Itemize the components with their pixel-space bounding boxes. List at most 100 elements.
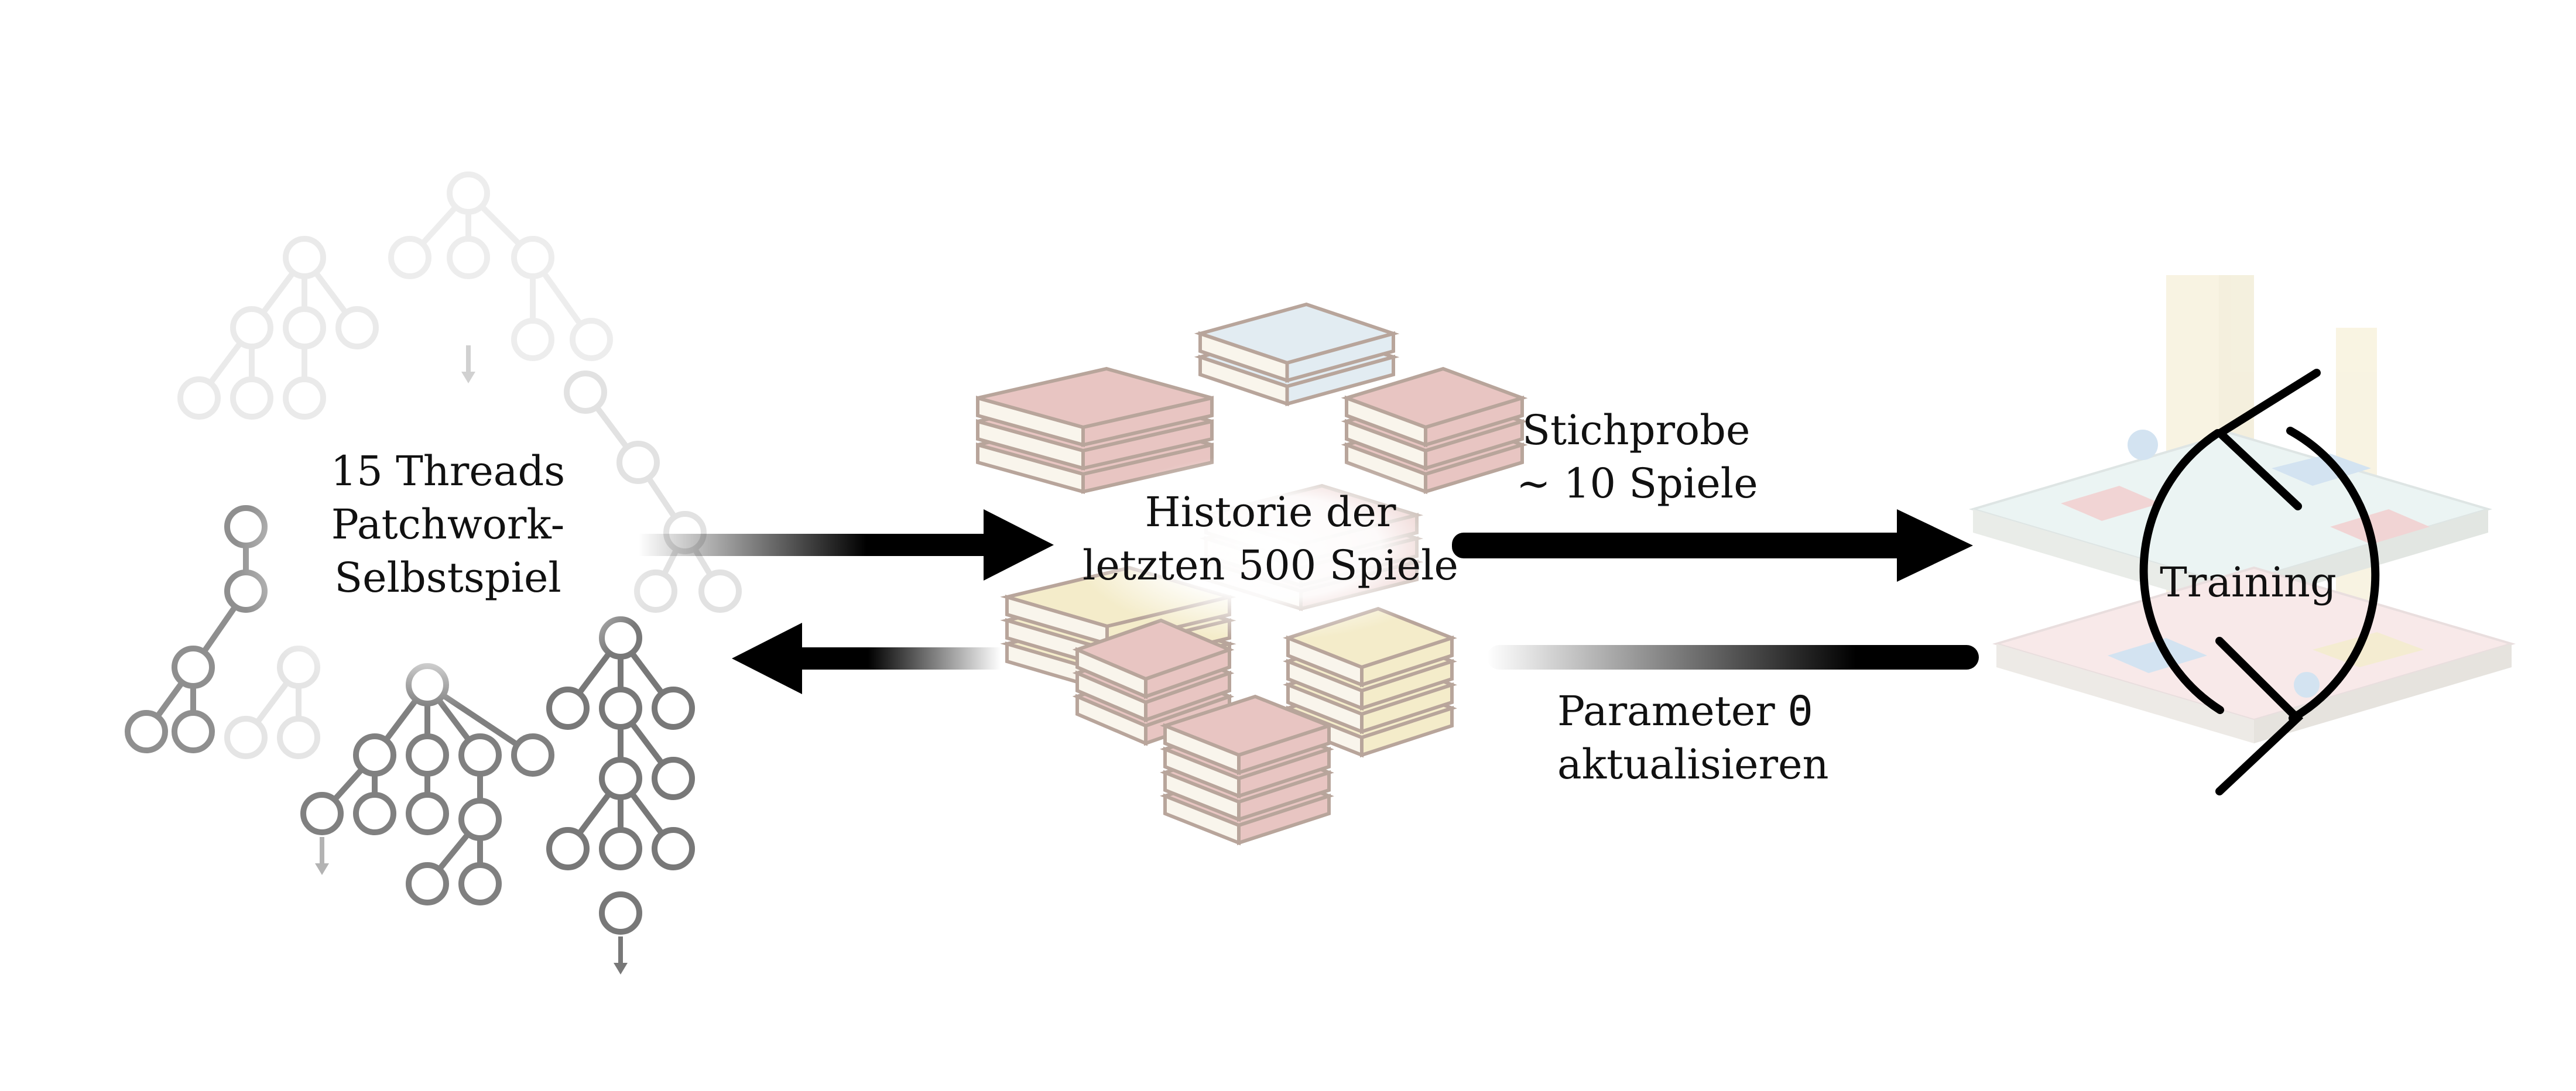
arrow-selfplay-to-history-head — [984, 509, 1054, 581]
search-tree — [224, 646, 320, 759]
tree-node — [652, 827, 695, 870]
book-spine — [1424, 418, 1524, 471]
tree-node — [511, 318, 554, 361]
tree-node — [353, 792, 396, 835]
tree-node — [599, 891, 642, 935]
tree-continue-head — [315, 863, 329, 875]
tree-node — [125, 710, 168, 753]
book-stack — [1283, 606, 1457, 758]
tree-node — [300, 792, 344, 835]
training-label: Training — [2119, 556, 2377, 609]
tree-node — [458, 733, 502, 777]
book-spine — [1237, 746, 1331, 799]
tree-continue-head — [461, 372, 475, 383]
tree-node — [447, 236, 490, 279]
tree-node — [698, 569, 742, 613]
update-label: Parameter Θ aktualisieren — [1557, 685, 1920, 791]
update-line-1-text: Parameter — [1557, 687, 1788, 735]
tree-node — [335, 306, 379, 349]
tree-continue-marker — [614, 936, 628, 975]
game-board-icon — [1968, 275, 2516, 743]
selfplay-label: 15 Threads Patchwork- Selbstspiel — [293, 445, 603, 605]
selfplay-line-2: Patchwork- — [331, 500, 565, 548]
book-spine — [1285, 355, 1395, 406]
book — [1341, 366, 1528, 448]
sample-line-2: ~ 10 Spiele — [1516, 459, 1758, 507]
tree-node — [599, 687, 642, 730]
book-spine — [1360, 658, 1454, 711]
tree-edge — [466, 191, 535, 260]
book-spine — [1237, 793, 1331, 846]
arrow-sample-to-training — [1452, 533, 1909, 558]
tree-node — [511, 236, 554, 279]
tree-edge — [249, 256, 307, 330]
book-stack — [976, 366, 1214, 494]
tree-continue-marker — [461, 345, 475, 383]
arrow-history-to-selfplay — [796, 647, 1001, 670]
update-line-2: aktualisieren — [1557, 740, 1829, 788]
tree-node — [277, 716, 320, 759]
tree-node — [172, 710, 215, 753]
selfplay-line-3: Selbstspiel — [334, 554, 561, 602]
tree-node — [406, 862, 449, 905]
book-spine — [1360, 682, 1454, 735]
search-tree — [300, 663, 554, 905]
history-line-2: letzten 500 Spiele — [1083, 541, 1458, 589]
update-line-1: Parameter Θ — [1557, 685, 1920, 738]
book-spine — [1424, 395, 1524, 448]
training-text: Training — [2160, 558, 2337, 606]
label-backdrop — [1071, 454, 1469, 641]
history-line-1: Historie der — [1145, 488, 1396, 536]
book-spine — [1360, 635, 1454, 688]
book-spine — [1237, 723, 1331, 776]
tree-edge — [244, 665, 301, 739]
book — [1194, 302, 1400, 383]
theta-symbol: Θ — [1787, 687, 1813, 735]
tree-continue-head — [614, 963, 628, 975]
tree-node — [546, 827, 590, 870]
book — [1283, 606, 1457, 688]
book-spine — [1144, 647, 1231, 699]
tree-node — [406, 733, 449, 777]
book — [1072, 618, 1235, 699]
cycle-arrows-icon — [2139, 369, 2380, 795]
tree-continue-marker — [315, 837, 329, 875]
tree-node — [599, 827, 642, 870]
history-label: Historie der letzten 500 Spiele — [1066, 486, 1475, 592]
flow-arrows — [638, 509, 1979, 694]
tree-node — [177, 376, 221, 420]
tree-node — [353, 733, 396, 777]
tree-node — [224, 716, 268, 759]
tree-node — [652, 757, 695, 800]
book-spine — [1285, 331, 1395, 383]
sample-label: Stichprobe ~ 10 Spiele — [1516, 404, 1844, 510]
tree-node — [570, 318, 613, 361]
book-spine — [1424, 442, 1524, 495]
tree-node — [511, 733, 554, 777]
label-backdrop — [234, 416, 656, 708]
tree-node — [458, 862, 502, 905]
arrow-selfplay-to-history — [638, 534, 989, 556]
search-tree — [388, 171, 613, 361]
tree-edge — [197, 326, 254, 400]
tree-edge — [302, 256, 359, 330]
tree-node — [230, 306, 273, 349]
tree-node — [564, 370, 607, 414]
book-spine — [1081, 396, 1214, 447]
arrow-history-to-selfplay-head — [732, 623, 802, 694]
sample-line-1: Stichprobe — [1522, 406, 1751, 454]
book-spine — [1237, 770, 1331, 822]
book-stack — [1194, 302, 1400, 407]
tree-node — [458, 798, 502, 841]
book-spine — [1144, 670, 1231, 723]
tree-node — [388, 236, 431, 279]
book-stack — [1072, 618, 1235, 746]
tree-node — [652, 687, 695, 730]
book-spine — [1360, 705, 1454, 758]
tree-node — [283, 236, 326, 279]
tree-node — [283, 306, 326, 349]
book — [976, 366, 1214, 447]
tree-node — [406, 792, 449, 835]
